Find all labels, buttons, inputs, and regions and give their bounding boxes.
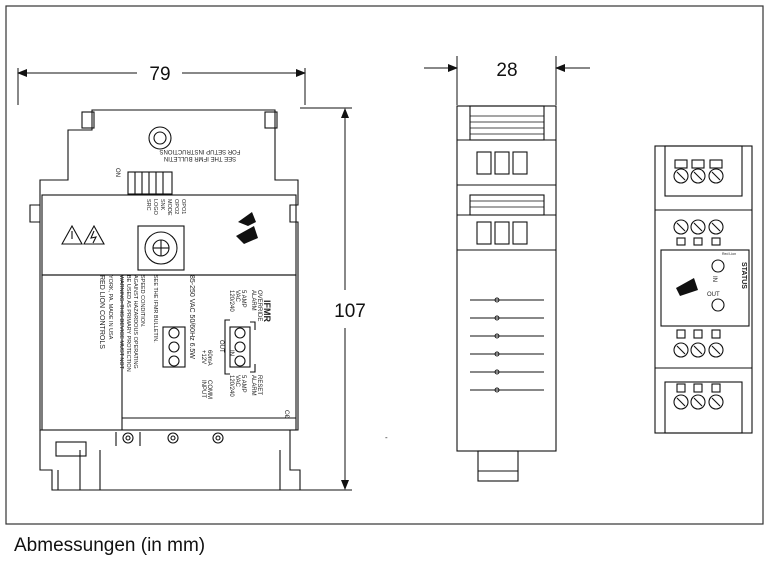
switch-on-label: ON <box>114 168 120 177</box>
alarm-reset-label: ALARM <box>250 375 256 396</box>
supply-label: +12V <box>200 350 206 364</box>
dimension-width-label: 79 <box>149 64 170 85</box>
side-out-label: OUT <box>707 292 720 298</box>
model-label: IFMR <box>262 300 272 322</box>
warning-line: AGAINST HAZARDOUS OPERATING <box>132 275 138 369</box>
status-label: STATUS <box>740 262 747 289</box>
brand-label: RED LION CONTROLS <box>98 275 105 349</box>
screw-terminal-icon <box>673 168 689 184</box>
setup-note-group: SEE THE IFMR BULLETIN FOR SETUP INSTRUCT… <box>160 148 241 161</box>
red-lion-logo-icon <box>236 212 258 244</box>
setup-note-line: FOR SETUP INSTRUCTIONS <box>160 148 241 154</box>
warning-line: BE USED AS PRIMARY PROTECTION <box>125 275 131 372</box>
side-stamp-label: Red Lion <box>722 252 736 256</box>
hazard-triangle-icon <box>61 224 83 245</box>
dip-label: OPO1 <box>180 199 186 214</box>
dimension-107 <box>300 107 352 491</box>
relay-rating-right: VAC <box>234 375 240 388</box>
dip-label: SRC <box>145 199 151 211</box>
stray-mark: - <box>385 433 388 442</box>
dimension-height-label: 107 <box>334 301 366 322</box>
dip-label: SNK <box>159 199 165 211</box>
spec-block: 85-250 VAC 50/60Hz 6.5W +12V 60mA 120/24… <box>188 275 262 399</box>
red-lion-logo-icon <box>676 278 698 296</box>
relay-rating-left: 5 AMP <box>240 290 246 308</box>
dip-label: OPO2 <box>173 199 179 214</box>
brand-address-label: YORK, PA. MADE IN USA <box>107 275 113 340</box>
side-in-label: IN <box>711 276 717 282</box>
relay-rating-right: 120/240 <box>228 375 234 397</box>
alarm-override-label: OVERRIDE <box>256 290 262 321</box>
label-block: RED LION CONTROLS YORK, PA. MADE IN USA … <box>98 275 158 372</box>
see-bulletin-label: SEE THE IFMR BULLETIN. <box>152 275 158 343</box>
dip-labels: OPO1 OPO2 MODE SNK LOGO SRC <box>145 199 186 216</box>
warning-line: WARNING: THIS DEVICE MUST NOT <box>118 275 124 370</box>
power-spec-label: 85-250 VAC 50/60Hz 6.5W <box>188 275 195 359</box>
dimension-79 <box>17 68 306 105</box>
alarm-reset-label: RESET <box>256 375 262 395</box>
top-view <box>654 145 753 434</box>
drawing-frame <box>5 5 764 525</box>
code-label: C€ <box>283 410 289 418</box>
relay-rating-left: VAC <box>234 290 240 303</box>
rotary-dial-icon <box>137 225 185 271</box>
setup-note-line: SEE THE IFMR BULLETIN <box>164 155 236 161</box>
figure-caption: Abmessungen (in mm) <box>14 535 206 556</box>
dimension-depth-label: 28 <box>496 60 517 81</box>
dip-label: LOGO <box>152 199 158 216</box>
front-view <box>29 109 301 491</box>
alarm-override-label: ALARM <box>250 290 256 311</box>
input-label: COMM <box>206 380 212 399</box>
relay-rating-right: 5 AMP <box>240 375 246 393</box>
warning-line: SPEED CONDITION. <box>139 275 145 328</box>
in-label: IN <box>228 350 234 356</box>
lightning-warning-icon <box>83 224 105 245</box>
supply-label: 60mA <box>206 350 212 366</box>
relay-rating-left: 120/240 <box>228 290 234 312</box>
dimension-28 <box>424 56 590 105</box>
dip-label: MODE <box>166 199 172 216</box>
input-label: INPUT <box>200 380 206 398</box>
out-label: OUT <box>218 340 224 353</box>
side-view <box>456 105 557 482</box>
